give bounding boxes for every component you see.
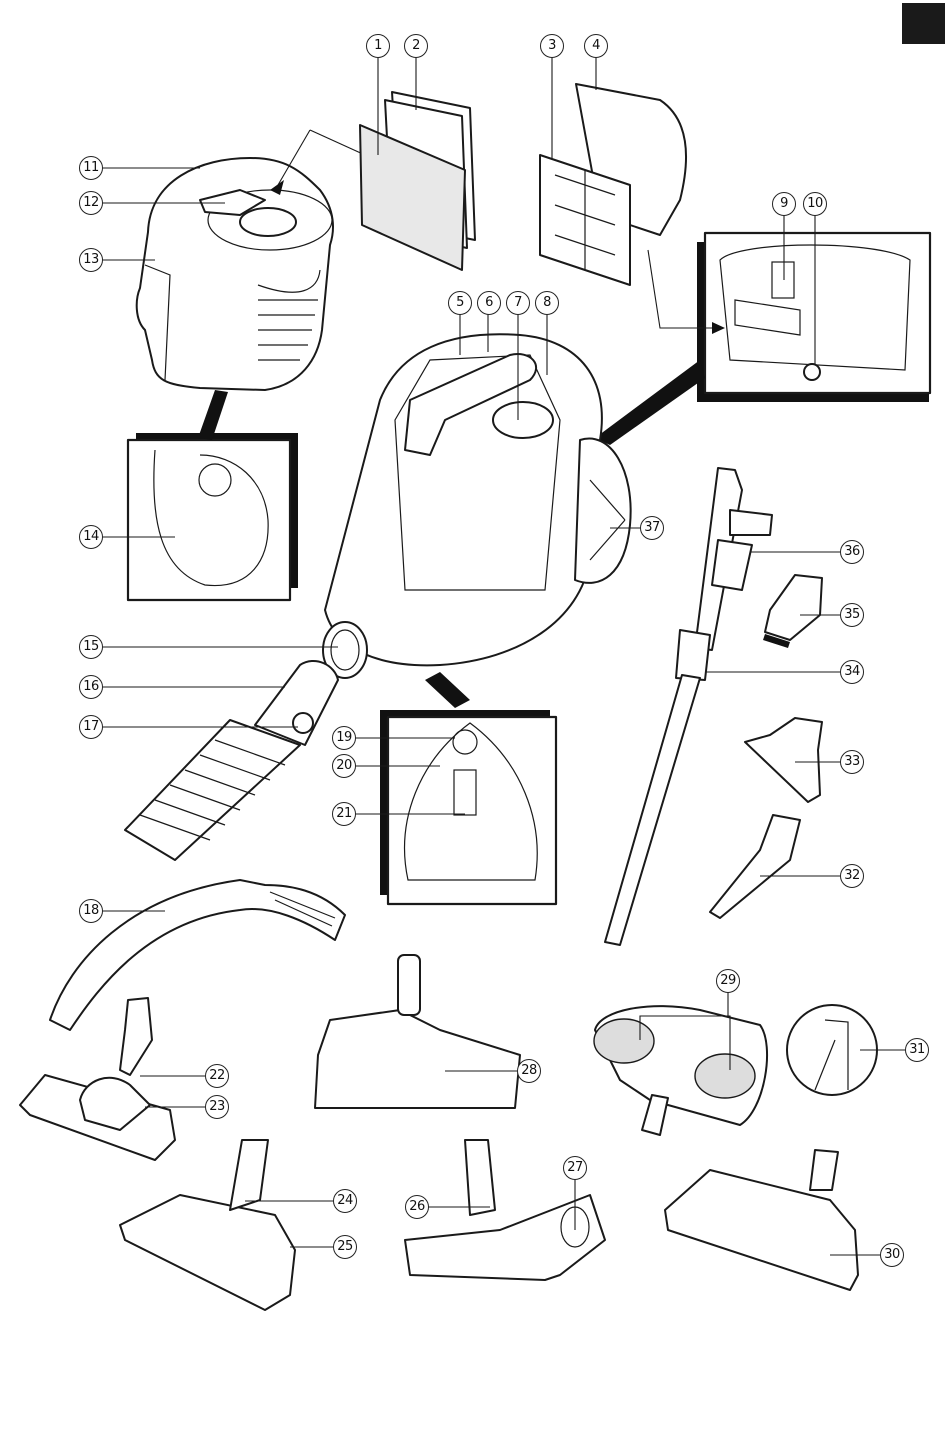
callout-28: 28 [517, 1059, 541, 1083]
filters-3-4-drawing [539, 83, 687, 286]
callout-1: 1 [366, 34, 390, 58]
callout-13: 13 [79, 248, 103, 272]
callout-18: 18 [79, 899, 103, 923]
callout-11: 11 [79, 156, 103, 180]
callout-33: 33 [840, 750, 864, 774]
inset-container-bottom [126, 390, 298, 602]
telescopic-tube-drawing [604, 467, 773, 946]
vacuum-body-drawing [322, 333, 632, 708]
callout-24: 24 [333, 1189, 357, 1213]
callout-8: 8 [535, 291, 559, 315]
handle-drawing [49, 879, 346, 1031]
callout-37: 37 [640, 516, 664, 540]
callout-5: 5 [448, 291, 472, 315]
callout-6: 6 [477, 291, 501, 315]
callout-26: 26 [405, 1195, 429, 1219]
inset-cord-reel [380, 710, 558, 906]
accessories-drawing [709, 574, 823, 919]
inset-cord-box [595, 231, 932, 445]
nozzles-drawing [19, 954, 878, 1311]
callout-3: 3 [540, 34, 564, 58]
callout-22: 22 [205, 1064, 229, 1088]
callout-29: 29 [716, 969, 740, 993]
callout-27: 27 [563, 1156, 587, 1180]
callout-19: 19 [332, 726, 356, 750]
callout-31: 31 [905, 1038, 929, 1062]
callout-4: 4 [584, 34, 608, 58]
callout-35: 35 [840, 603, 864, 627]
leader-lines [102, 56, 905, 1256]
hose-drawing [124, 660, 339, 861]
language-tab-marker [902, 3, 945, 44]
callout-16: 16 [79, 675, 103, 699]
callout-12: 12 [79, 191, 103, 215]
callout-20: 20 [332, 754, 356, 778]
callout-2: 2 [404, 34, 428, 58]
callout-23: 23 [205, 1095, 229, 1119]
callout-15: 15 [79, 635, 103, 659]
dust-container-drawing [135, 129, 366, 391]
callout-9: 9 [772, 192, 796, 216]
callout-25: 25 [333, 1235, 357, 1259]
callout-14: 14 [79, 525, 103, 549]
filters-1-2-drawing [359, 91, 476, 271]
callout-7: 7 [506, 291, 530, 315]
callout-32: 32 [840, 864, 864, 888]
callout-10: 10 [803, 192, 827, 216]
callout-30: 30 [880, 1243, 904, 1267]
callout-34: 34 [840, 660, 864, 684]
callout-21: 21 [332, 802, 356, 826]
callout-36: 36 [840, 540, 864, 564]
callout-17: 17 [79, 715, 103, 739]
